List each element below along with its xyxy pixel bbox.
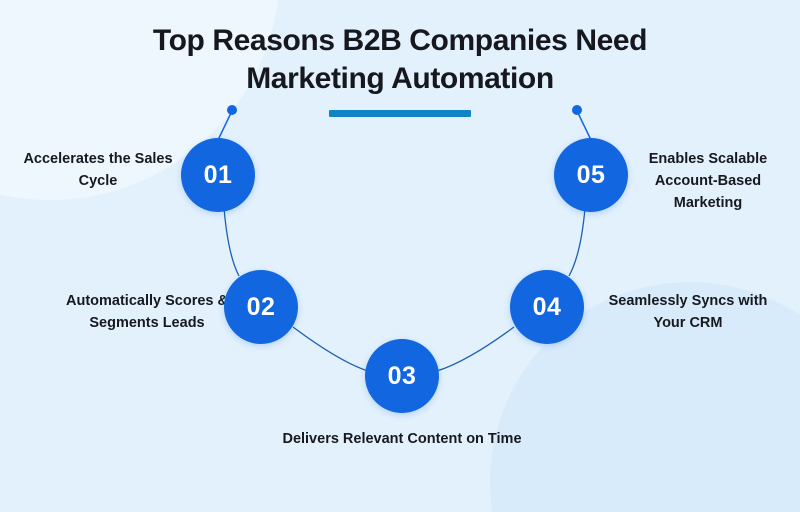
step-label-04: Seamlessly Syncs with Your CRM (608, 293, 768, 332)
step-node-02[interactable]: 02 (224, 270, 298, 344)
step-node-04[interactable]: 04 (510, 270, 584, 344)
step-number-01: 01 (203, 160, 233, 189)
connector-arc-04-05 (568, 207, 586, 277)
step-label-03: Delivers Relevant Content on Time (282, 431, 522, 447)
step-label-05: Enables Scalable Account-Based Marketing (648, 151, 768, 212)
step-node-01[interactable]: 01 (181, 138, 255, 212)
connector-arc-01-02 (223, 207, 240, 277)
step-number-03: 03 (387, 361, 417, 390)
step-node-03[interactable]: 03 (365, 339, 439, 413)
step-number-05: 05 (576, 160, 606, 189)
step-node-05[interactable]: 05 (554, 138, 628, 212)
title-line-2: Marketing Automation (246, 61, 554, 95)
title-line-1: Top Reasons B2B Companies Need (152, 24, 648, 57)
step-number-04: 04 (532, 292, 562, 321)
step-label-01: Accelerates the Sales Cycle (23, 151, 173, 190)
pin-stem-05 (577, 112, 592, 141)
step-number-02: 02 (246, 292, 276, 321)
step-label-02: Automatically Scores & Segments Leads (66, 293, 228, 332)
title-underline-bar (329, 110, 471, 117)
connector-arc-02-03 (292, 326, 369, 372)
connector-arc-03-04 (436, 326, 515, 372)
page-title: Top Reasons B2B Companies Need Marketing… (0, 22, 800, 117)
